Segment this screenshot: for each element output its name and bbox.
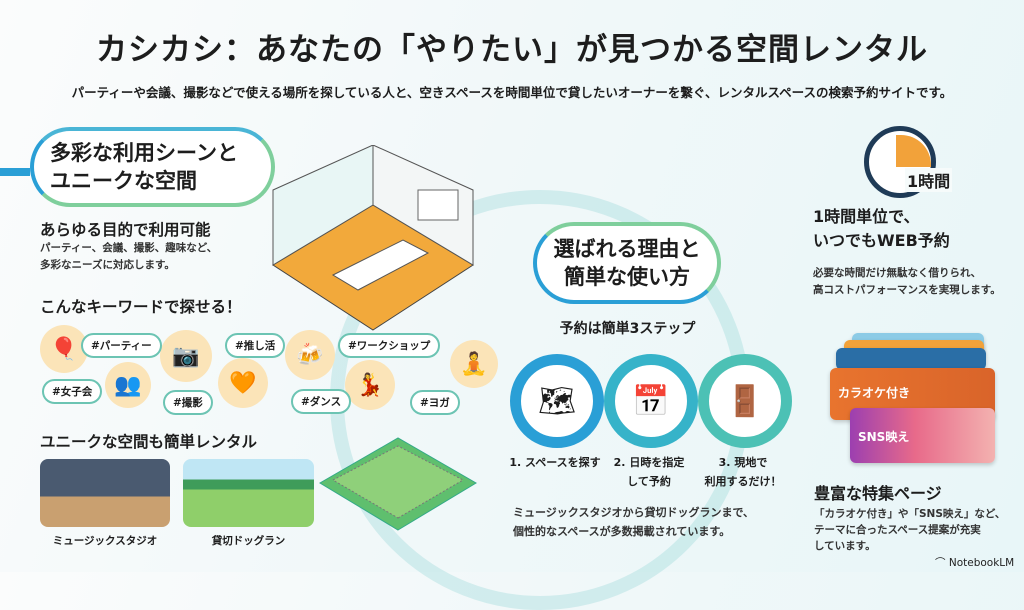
desc-line: ミュージックスタジオから貸切ドッグランまで、 (513, 506, 755, 519)
section-heading-scenes: 多彩な利用シーンと ユニークな空間 (30, 127, 275, 207)
heading-line: 多彩な利用シーンと (50, 141, 238, 165)
hourly-title: 1時間単位で、いつでもWEB予約 (813, 205, 950, 253)
tag-dance[interactable]: #ダンス (291, 389, 352, 414)
title-line: いつでもWEB予約 (813, 231, 950, 250)
step-line: 利用するだけ！ (704, 475, 782, 488)
center-desc: ミュージックスタジオから貸切ドッグランまで、個性的なスペースが多数掲載されていま… (513, 503, 754, 541)
tag-oshikatsu[interactable]: #推し活 (225, 333, 286, 358)
camera-icon: 📷 (160, 330, 212, 382)
step-3-label: 3. 現地で利用するだけ！ (688, 453, 798, 491)
room-illustration (272, 145, 474, 331)
desc-line: 個性的なスペースが多数掲載されています。 (513, 525, 731, 538)
dog-run-image (183, 459, 314, 527)
page-subtitle: パーティーや会議、撮影などで使える場所を探している人と、空きスペースを時間単位で… (71, 85, 953, 100)
feature-title: 豊富な特集ページ (814, 484, 942, 503)
desc-line: しています。 (814, 540, 876, 552)
tag-party[interactable]: #パーティー (81, 333, 162, 358)
step-line: 3. 現地で (718, 456, 768, 469)
desc-line: 必要な時間だけ無駄なく借りられ、 (813, 267, 982, 279)
purpose-desc: パーティー、会議、撮影、趣味など、多彩なニーズに対応します。 (40, 240, 217, 274)
unique-title: ユニークな空間も簡単レンタル (40, 433, 258, 451)
step-line: 1. スペースを探す (509, 456, 601, 469)
toast-icon: 🍻 (285, 330, 335, 380)
heading-line: 簡単な使い方 (564, 265, 690, 289)
feature-card-sns[interactable]: SNS映え (850, 408, 995, 463)
step-line: して予約 (627, 475, 671, 488)
music-studio-image (40, 459, 170, 527)
page-title: カシカシ：あなたの「やりたい」が見つかる空間レンタル (96, 32, 928, 68)
clock-label: 1時間 (905, 168, 953, 192)
dog-run-fence-illustration (319, 437, 477, 531)
calendar-check-icon: 📅 (604, 354, 698, 448)
steps-title: 予約は簡単3ステップ (559, 321, 696, 337)
step-2-label: 2. 日時を指定して予約 (594, 453, 704, 491)
keywords-title: こんなキーワードで探せる！ (40, 298, 242, 316)
tag-photo[interactable]: #撮影 (163, 390, 213, 415)
balloon-icon: 🎈 (40, 325, 88, 373)
brand-label: NotebookLM (948, 557, 1015, 569)
feature-card[interactable] (836, 348, 986, 370)
music-studio-caption: ミュージックスタジオ (52, 535, 158, 547)
title-line: 1時間単位で、 (813, 207, 920, 226)
door-enter-icon: 🚪 (698, 354, 792, 448)
heading-line: ユニークな空間 (50, 169, 197, 193)
desc-line: 「カラオケ付き」や「SNS映え」など、 (814, 508, 1006, 520)
feature-desc: 「カラオケ付き」や「SNS映え」など、テーマに合ったスペース提案が充実しています… (814, 506, 1005, 554)
yoga-icon: 🧘 (450, 340, 498, 388)
dog-run-caption: 貸切ドッグラン (211, 535, 286, 547)
desc-line: パーティー、会議、撮影、趣味など、 (40, 242, 218, 254)
tag-yoga[interactable]: #ヨガ (410, 390, 460, 415)
tag-girls-party[interactable]: #女子会 (42, 379, 103, 404)
desc-line: 高コストパフォーマンスを実現します。 (813, 284, 1001, 296)
dance-icon: 💃 (345, 360, 395, 410)
step-1-label: 1. スペースを探す (500, 453, 610, 472)
notebooklm-logo: ⌒ NotebookLM (935, 555, 1014, 570)
notebooklm-icon: ⌒ (935, 557, 949, 569)
friends-icon: 👥 (105, 362, 151, 408)
desc-line: 多彩なニーズに対応します。 (40, 259, 175, 271)
heading-line: 選ばれる理由と (553, 237, 701, 261)
hourly-desc: 必要な時間だけ無駄なく借りられ、高コストパフォーマンスを実現します。 (813, 265, 1001, 299)
step-line: 2. 日時を指定 (613, 456, 685, 469)
tag-workshop[interactable]: #ワークショップ (338, 333, 441, 358)
search-map-icon: 🗺 (510, 354, 604, 448)
desc-line: テーマに合ったスペース提案が充実 (814, 524, 981, 536)
heart-icon: 🧡 (218, 358, 268, 408)
connector-line (0, 168, 30, 176)
section-heading-reasons: 選ばれる理由と 簡単な使い方 (533, 222, 721, 304)
purpose-title: あらゆる目的で利用可能 (40, 221, 211, 239)
